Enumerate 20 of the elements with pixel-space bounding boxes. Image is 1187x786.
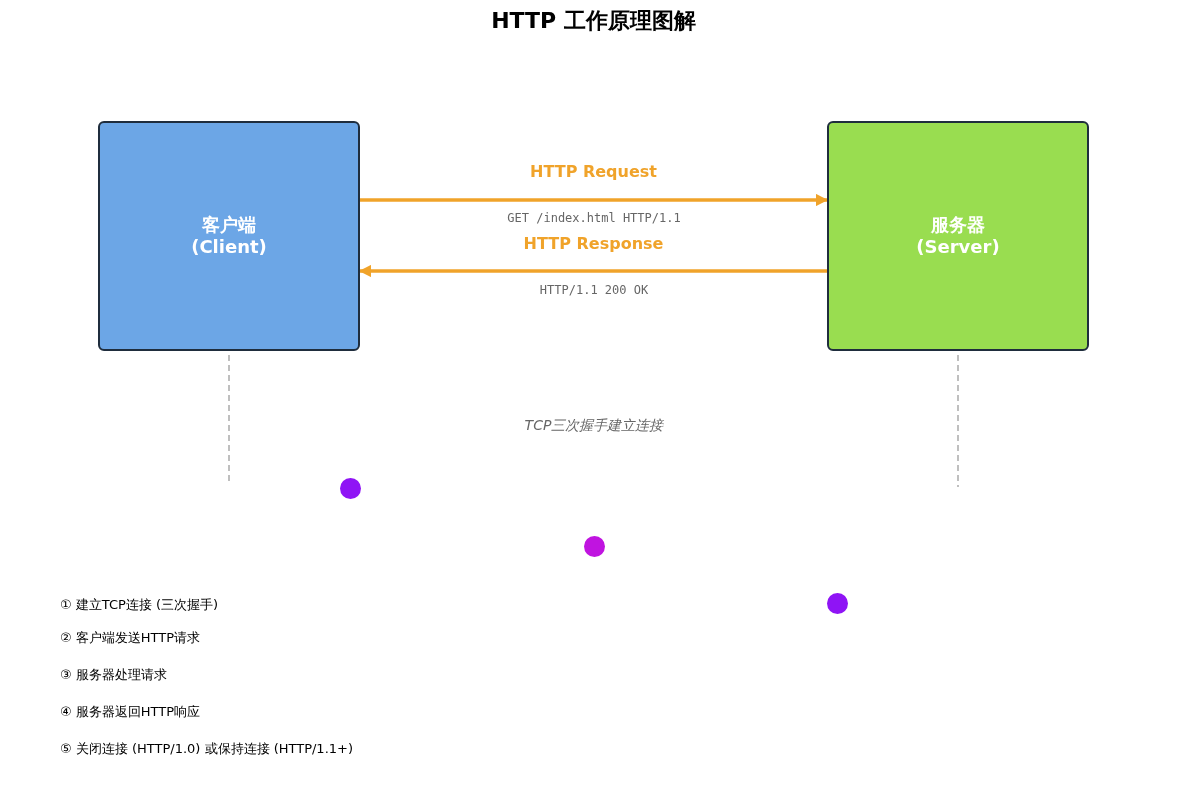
packet-dot: [827, 593, 848, 614]
step-text: ③ 服务器处理请求: [60, 666, 167, 684]
step-text: ② 客户端发送HTTP请求: [60, 629, 201, 647]
arrow: [358, 264, 827, 278]
status-line-text: HTTP/1.1 200 OK: [539, 283, 649, 297]
server-box: [827, 121, 1089, 351]
packet-dot: [340, 478, 361, 499]
edge-label: HTTP Request: [528, 162, 659, 181]
node-label: 客户端 (Client): [190, 214, 268, 258]
node-label: 服务器 (Server): [915, 214, 1001, 258]
request-line-text: GET /index.html HTTP/1.1: [507, 211, 681, 225]
step-text: ④ 服务器返回HTTP响应: [60, 703, 201, 721]
client-box: [98, 121, 360, 351]
step-text: ① 建立TCP连接 (三次握手): [60, 596, 219, 614]
edge-label: HTTP Response: [521, 234, 666, 253]
handshake-note: TCP三次握手建立连接: [524, 417, 664, 435]
step-text: ⑤ 关闭连接 (HTTP/1.0) 或保持连接 (HTTP/1.1+): [60, 740, 353, 758]
arrow: [360, 193, 829, 207]
packet-dot: [584, 536, 605, 557]
diagram-title: HTTP 工作原理图解: [490, 7, 697, 35]
